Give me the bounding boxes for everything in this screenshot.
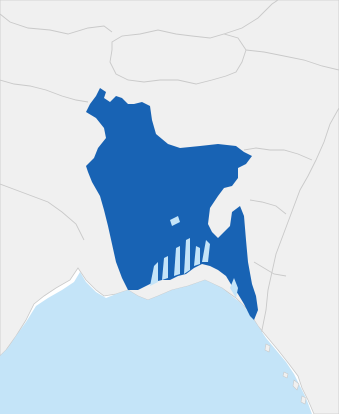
inlet <box>202 240 210 262</box>
inlet <box>194 246 200 266</box>
coastal-islands <box>264 343 307 405</box>
tripura-border <box>249 199 287 215</box>
neighbour-borders <box>0 0 339 347</box>
westbengal-south-border <box>0 183 85 241</box>
meghalaya-border <box>243 147 313 161</box>
inlet <box>162 256 168 280</box>
westbengal-border <box>0 79 89 103</box>
northeast-border <box>223 0 279 35</box>
inlet <box>174 246 180 276</box>
inlet <box>150 262 158 286</box>
highlighted-country-bangladesh[interactable] <box>86 88 258 320</box>
nepal-border <box>0 13 113 35</box>
myanmar-border <box>257 107 339 347</box>
island <box>264 343 271 353</box>
inlet <box>184 238 190 274</box>
inlet <box>170 216 180 226</box>
island <box>292 379 300 391</box>
bay-of-bengal <box>0 272 312 414</box>
assam-border <box>245 49 339 71</box>
island <box>282 371 289 379</box>
mizoram-border <box>253 261 287 277</box>
delta-inlets <box>150 216 238 298</box>
inlet <box>230 278 238 298</box>
island <box>300 395 307 405</box>
bhutan-border <box>109 29 247 85</box>
